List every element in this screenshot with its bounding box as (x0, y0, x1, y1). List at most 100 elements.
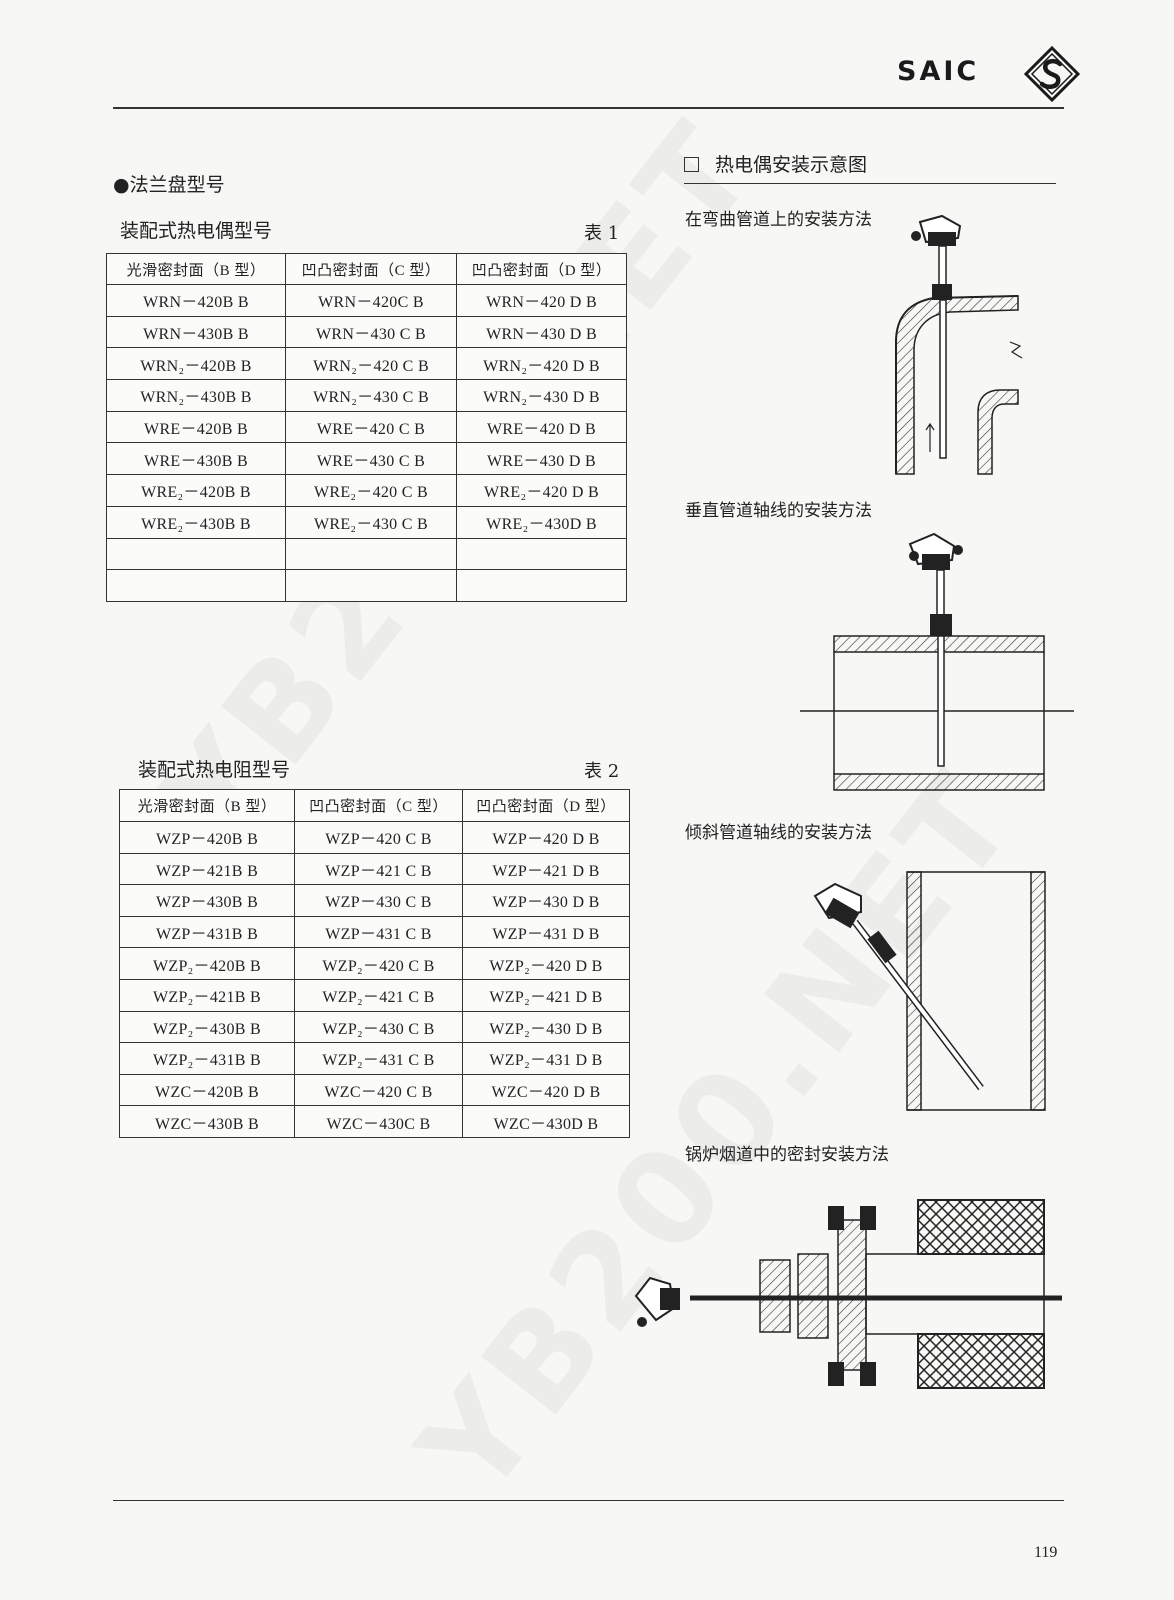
figure-caption-boiler-flue: 锅炉烟道中的密封安装方法 (685, 1145, 889, 1165)
model-cell: WZP－420B B (119, 821, 295, 854)
model-cell: WZP₂－430 C B (294, 1010, 463, 1044)
section-title-text: 热电偶安装示意图 (715, 154, 868, 176)
saic-s-emblem-icon (1024, 46, 1080, 102)
model-cell: WZP₂－430B B (119, 1010, 295, 1044)
model-cell (106, 537, 286, 571)
model-cell: WRE－420B B (106, 410, 286, 444)
model-cell: WRE－430B B (106, 442, 286, 476)
table1-number: 表 1 (584, 223, 620, 244)
diagram-boiler-flue-installation (634, 1199, 1062, 1389)
figure-caption-vertical-pipe: 垂直管道轴线的安装方法 (685, 501, 872, 521)
model-cell (456, 569, 627, 602)
model-cell: WRN－420B B (106, 284, 286, 317)
thermocouple-head-icon (634, 1276, 680, 1327)
section-title-flange-models: ●法兰盘型号 (113, 174, 225, 196)
brand-logo-text: SAIC (897, 56, 980, 87)
model-cell: WZC－430C B (294, 1105, 463, 1138)
section-rule (684, 183, 1056, 185)
model-cell: WRN－420C B (285, 284, 457, 317)
model-cell: WRE－430 C B (285, 442, 457, 476)
model-cell: WZP－421 D B (462, 852, 630, 886)
thermocouple-head-icon (908, 532, 963, 570)
section-title-installation-diagrams: 热电偶安装示意图 (684, 150, 867, 177)
model-cell (456, 537, 627, 571)
model-cell: WRE₂－430B B (106, 505, 286, 539)
column-header: 凹凸密封面（D 型） (456, 253, 627, 285)
model-cell: WZP－421B B (119, 852, 295, 886)
diagram-vertical-pipe-installation (800, 532, 1074, 791)
table-header-row: 光滑密封面（B 型） 凹凸密封面（C 型） 凹凸密封面（D 型） (106, 253, 627, 285)
column-header: 光滑密封面（B 型） (119, 789, 295, 822)
model-cell: WZP₂－420 C B (294, 947, 463, 980)
column-header: 凹凸密封面（C 型） (294, 789, 463, 822)
table-header-row: 光滑密封面（B 型） 凹凸密封面（C 型） 凹凸密封面（D 型） (119, 789, 630, 822)
model-cell (106, 569, 286, 602)
table2-number: 表 2 (584, 761, 620, 782)
model-cell: WZP－431B B (119, 915, 295, 949)
model-cell: WRN₂－420 C B (285, 347, 457, 381)
model-cell: WRN₂－430 D B (456, 379, 627, 412)
model-cell: WZP－431 D B (462, 915, 630, 949)
footer-rule (113, 1500, 1064, 1502)
model-cell: WZP₂－421 C B (294, 978, 463, 1012)
rtd-model-table: 光滑密封面（B 型） 凹凸密封面（C 型） 凹凸密封面（D 型） WZP－420… (119, 789, 630, 1138)
model-cell: WZC－420 C B (294, 1073, 463, 1107)
model-cell: WRE₂－420 D B (456, 474, 627, 507)
model-cell: WZC－420 D B (462, 1073, 630, 1107)
model-cell: WRE₂－420 C B (285, 474, 457, 507)
model-cell: WRE－430 D B (456, 442, 627, 476)
model-cell: WZP－430 D B (462, 884, 630, 917)
model-cell (285, 537, 457, 571)
thermocouple-model-table: 光滑密封面（B 型） 凹凸密封面（C 型） 凹凸密封面（D 型） WRN－420… (106, 253, 627, 602)
model-cell: WRN₂－430 C B (285, 379, 457, 412)
table-row (106, 569, 627, 602)
table-row (106, 537, 627, 571)
model-cell (285, 569, 457, 602)
model-cell: WRN₂－420 D B (456, 347, 627, 381)
column-header: 凹凸密封面（D 型） (462, 789, 630, 822)
model-cell: WRE₂－430D B (456, 505, 627, 539)
page-number: 119 (1034, 1544, 1058, 1561)
diagram-bent-pipe-installation (895, 214, 1023, 475)
model-cell: WRE－420 D B (456, 410, 627, 444)
model-cell: WRN－430 C B (285, 315, 457, 349)
header-rule (113, 107, 1064, 109)
diagram-inclined-pipe-installation (813, 871, 1046, 1111)
figure-caption-inclined-pipe: 倾斜管道轴线的安装方法 (685, 823, 872, 843)
model-cell: WZP－430B B (119, 884, 295, 917)
model-cell: WRN₂－430B B (106, 379, 286, 412)
thermocouple-head-icon (911, 214, 962, 246)
model-cell: WZP₂－420B B (119, 947, 295, 980)
model-cell: WZC－420B B (119, 1073, 295, 1107)
model-cell: WZC－430D B (462, 1105, 630, 1138)
checkbox-square-icon (684, 157, 699, 172)
model-cell: WRN－430B B (106, 315, 286, 349)
column-header: 凹凸密封面（C 型） (285, 253, 457, 285)
model-cell: WRN－420 D B (456, 284, 627, 317)
model-cell: WRE₂－420B B (106, 474, 286, 507)
model-cell: WZP₂－430 D B (462, 1010, 630, 1044)
model-cell: WRE－420 C B (285, 410, 457, 444)
model-cell: WZC－430B B (119, 1105, 295, 1138)
model-cell: WZP－431 C B (294, 915, 463, 949)
model-cell: WZP₂－421B B (119, 978, 295, 1012)
model-cell: WZP－420 D B (462, 821, 630, 854)
